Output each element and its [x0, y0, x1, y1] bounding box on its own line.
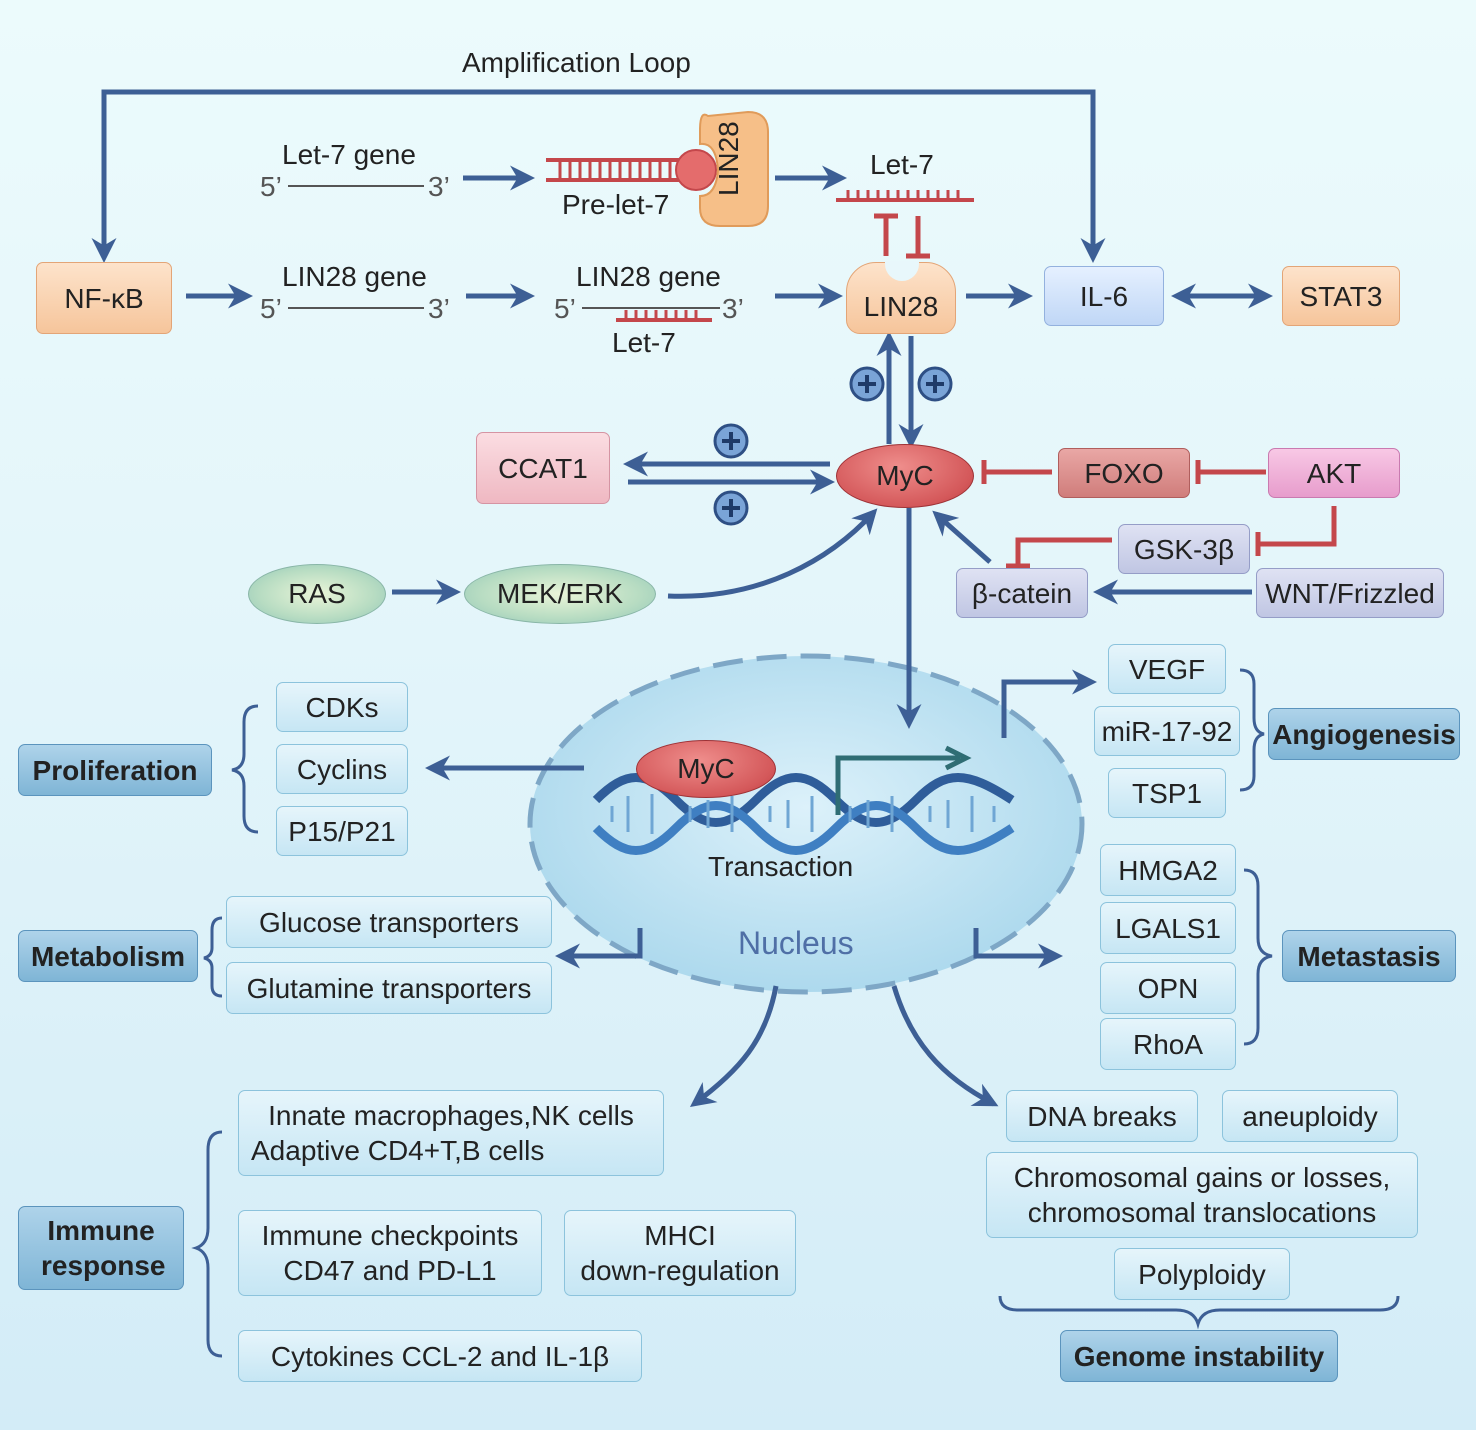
proliferation-brace [231, 704, 259, 834]
angiogenesis-brace [1239, 668, 1265, 792]
mhci-item: MHCI down-regulation [564, 1210, 796, 1296]
lin28-gene-label: LIN28 gene [282, 261, 427, 292]
dna-breaks-item: DNA breaks [1006, 1090, 1198, 1142]
rhoa-item: RhoA [1100, 1018, 1236, 1070]
let7-gene-3prime: 3’ [428, 171, 450, 202]
wnt-frizzled-node: WNT/Frizzled [1256, 568, 1444, 618]
transcription-start-arrow [835, 755, 960, 815]
gsk3b-node: GSK-3β [1118, 524, 1250, 574]
il6-node: IL-6 [1044, 266, 1164, 326]
myc-node: MyC [836, 444, 974, 508]
amplification-loop-arrow [91, 89, 1106, 263]
pre-let7-hairpin-icon [546, 149, 717, 191]
foxo-node: FOXO [1058, 448, 1190, 498]
glucose-transporters-item: Glucose transporters [226, 896, 552, 948]
transaction-label: Transaction [708, 851, 854, 882]
metastasis-category: Metastasis [1282, 930, 1456, 982]
let7-bound-label: Let-7 [612, 327, 676, 358]
let7-gene-label: Let-7 gene [282, 139, 416, 170]
chromosomal-line2: chromosomal translocations [1027, 1197, 1377, 1228]
immune-checkpoints-line2: CD47 and PD-L1 [283, 1255, 497, 1286]
opn-item: OPN [1100, 962, 1236, 1014]
genome-instability-category: Genome instability [1060, 1330, 1338, 1382]
amplification-loop-label: Amplification Loop [462, 47, 691, 78]
immune-brace [191, 1130, 223, 1358]
let7-lin28-inhibition [874, 213, 930, 259]
cytokines-item: Cytokines CCL-2 and IL-1β [238, 1330, 642, 1382]
nucleus-label: Nucleus [738, 925, 854, 961]
immune-cells-line2: Adaptive CD4+T,B cells [251, 1135, 545, 1166]
beta-catenin-node: β-catein [956, 568, 1088, 618]
let7-label: Let-7 [870, 149, 934, 180]
let7-gene-5prime: 5’ [260, 171, 282, 202]
tsp1-item: TSP1 [1108, 768, 1226, 818]
lin28-gene-2-5prime: 5’ [554, 293, 576, 324]
akt-node: AKT [1268, 448, 1400, 498]
glutamine-transporters-item: Glutamine transporters [226, 962, 552, 1014]
immune-cells-line1: Innate macrophages,NK cells [268, 1100, 634, 1131]
cyclins-item: Cyclins [276, 744, 408, 794]
chromosomal-line1: Chromosomal gains or losses, [1013, 1162, 1391, 1193]
plus-icon-group [713, 366, 953, 526]
genome-brace [998, 1295, 1400, 1330]
immune-cells-item: Innate macrophages,NK cells Adaptive CD4… [238, 1090, 664, 1176]
inhibition-lines [981, 460, 1337, 569]
cdks-item: CDKs [276, 682, 408, 732]
ccat1-node: CCAT1 [476, 432, 610, 504]
vegf-item: VEGF [1108, 644, 1226, 694]
lgals1-item: LGALS1 [1100, 902, 1236, 954]
lin28-binding-notch [885, 261, 919, 281]
immune-response-category: Immune response [18, 1206, 184, 1290]
lin28-gene-label-2: LIN28 gene [576, 261, 721, 292]
metabolism-brace [203, 916, 223, 998]
pre-let7-label: Pre-let-7 [562, 189, 670, 220]
metastasis-brace [1243, 868, 1273, 1046]
ras-node: RAS [248, 564, 386, 624]
nucleus-shape [527, 653, 1085, 995]
proliferation-category: Proliferation [18, 744, 212, 796]
stat3-node: STAT3 [1282, 266, 1400, 326]
lin28-vertical-label: LIN28 [713, 121, 744, 196]
angiogenesis-category: Angiogenesis [1268, 708, 1460, 760]
mek-erk-node: MEK/ERK [464, 564, 656, 624]
lin28-node: LIN28 [846, 261, 956, 334]
immune-response-label: Immune response [41, 1215, 166, 1281]
mhci-line1: MHCI [644, 1220, 716, 1251]
lin28-gene-3prime: 3’ [428, 293, 450, 324]
let7-strand-icon [836, 190, 974, 202]
p15-p21-item: P15/P21 [276, 806, 408, 856]
let7-bound-icon [616, 310, 712, 322]
metabolism-category: Metabolism [18, 930, 198, 982]
lin28-node-label: LIN28 [863, 290, 939, 322]
chromosomal-changes-item: Chromosomal gains or losses, chromosomal… [986, 1152, 1418, 1238]
brace-lines [191, 668, 1400, 1358]
mhci-line2: down-regulation [580, 1255, 780, 1286]
lin28-gene-5prime: 5’ [260, 293, 282, 324]
immune-checkpoints-item: Immune checkpoints CD47 and PD-L1 [238, 1210, 542, 1296]
immune-checkpoints-line1: Immune checkpoints [261, 1220, 519, 1251]
hmga2-item: HMGA2 [1100, 844, 1236, 896]
nucleus-myc-node: MyC [636, 740, 776, 798]
polyploidy-item: Polyploidy [1114, 1248, 1290, 1300]
mir-17-92-item: miR-17-92 [1094, 706, 1240, 756]
lin28-gene-2-3prime: 3’ [722, 293, 744, 324]
nfkb-node: NF-κB [36, 262, 172, 334]
lin28-protein-shape [699, 110, 769, 227]
aneuploidy-item: aneuploidy [1222, 1090, 1398, 1142]
